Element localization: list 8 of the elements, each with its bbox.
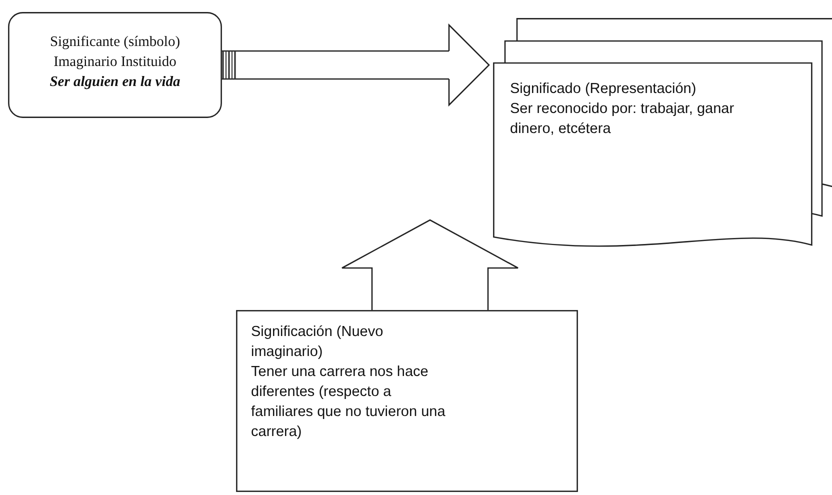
node-text: Significado (Representación) bbox=[510, 80, 698, 99]
node-text: Imaginario Instituido bbox=[52, 53, 178, 72]
node-text: Ser alguien en la vida bbox=[48, 73, 182, 92]
node-text: Ser reconocido por: trabajar, ganar dinero, etcétera bbox=[510, 100, 736, 139]
node-text: Significación (Nuevo imaginario) bbox=[251, 323, 384, 362]
arrow-callout bbox=[341, 219, 519, 311]
node-text: Tener una carrera nos hace diferentes (respecto a familiares que no tuvieron una carrera) bbox=[251, 363, 446, 442]
node-text: Significante (símbolo) bbox=[48, 33, 182, 52]
